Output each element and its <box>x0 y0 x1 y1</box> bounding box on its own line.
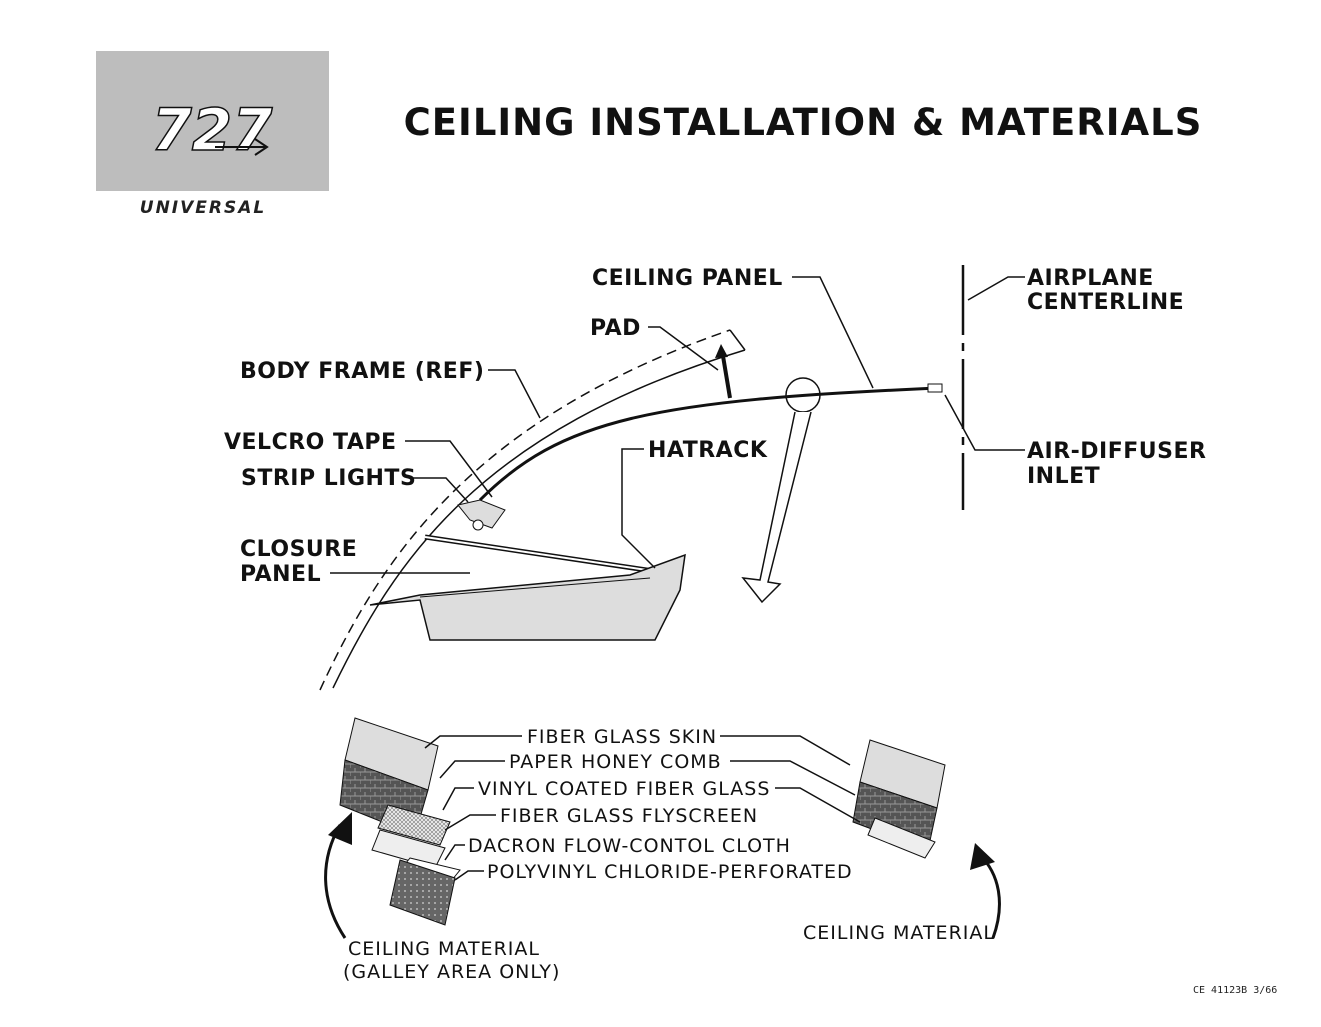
layer-label: FIBER GLASS FLYSCREEN <box>500 805 758 827</box>
label-body-frame: BODY FRAME (REF) <box>240 359 484 384</box>
label-airplane-centerline-1: AIRPLANE <box>1027 266 1154 291</box>
page-title: CEILING INSTALLATION & MATERIALS <box>404 101 1203 144</box>
label-strip-lights: STRIP LIGHTS <box>241 466 416 491</box>
layer-label: FIBER GLASS SKIN <box>527 726 717 748</box>
logo-number: 727 <box>151 96 273 164</box>
logo-subtitle: UNIVERSAL <box>140 198 266 218</box>
label-closure-panel-1: CLOSURE <box>240 537 357 562</box>
label-air-diffuser-1: AIR-DIFFUSER <box>1027 439 1206 464</box>
label-velcro-tape: VELCRO TAPE <box>224 430 397 455</box>
label-closure-panel-2: PANEL <box>240 562 321 587</box>
label-airplane-centerline-2: CENTERLINE <box>1027 290 1184 315</box>
document-code: CE 41123B 3/66 <box>1193 985 1277 996</box>
layer-label: PAPER HONEY COMB <box>509 751 722 773</box>
label-air-diffuser-2: INLET <box>1027 464 1100 489</box>
logo-727-universal: 727 UNIVERSAL <box>96 51 329 218</box>
galley-material-stack <box>324 717 461 939</box>
material-leaders <box>424 735 861 881</box>
galley-caption-2: (GALLEY AREA ONLY) <box>343 961 560 983</box>
logo-arrow-icon <box>215 138 269 156</box>
ceiling-material-stack <box>852 739 1001 939</box>
layer-label: POLYVINYL CHLORIDE-PERFORATED <box>487 861 853 883</box>
label-pad: PAD <box>590 316 641 341</box>
label-hatrack: HATRACK <box>648 438 768 463</box>
layer-label: VINYL COATED FIBER GLASS <box>478 778 770 800</box>
ceiling-caption: CEILING MATERIAL <box>803 922 995 944</box>
galley-caption-1: CEILING MATERIAL <box>348 938 540 960</box>
label-ceiling-panel: CEILING PANEL <box>592 266 783 291</box>
installation-drawing <box>319 265 1025 691</box>
layer-label: DACRON FLOW-CONTOL CLOTH <box>468 835 791 857</box>
